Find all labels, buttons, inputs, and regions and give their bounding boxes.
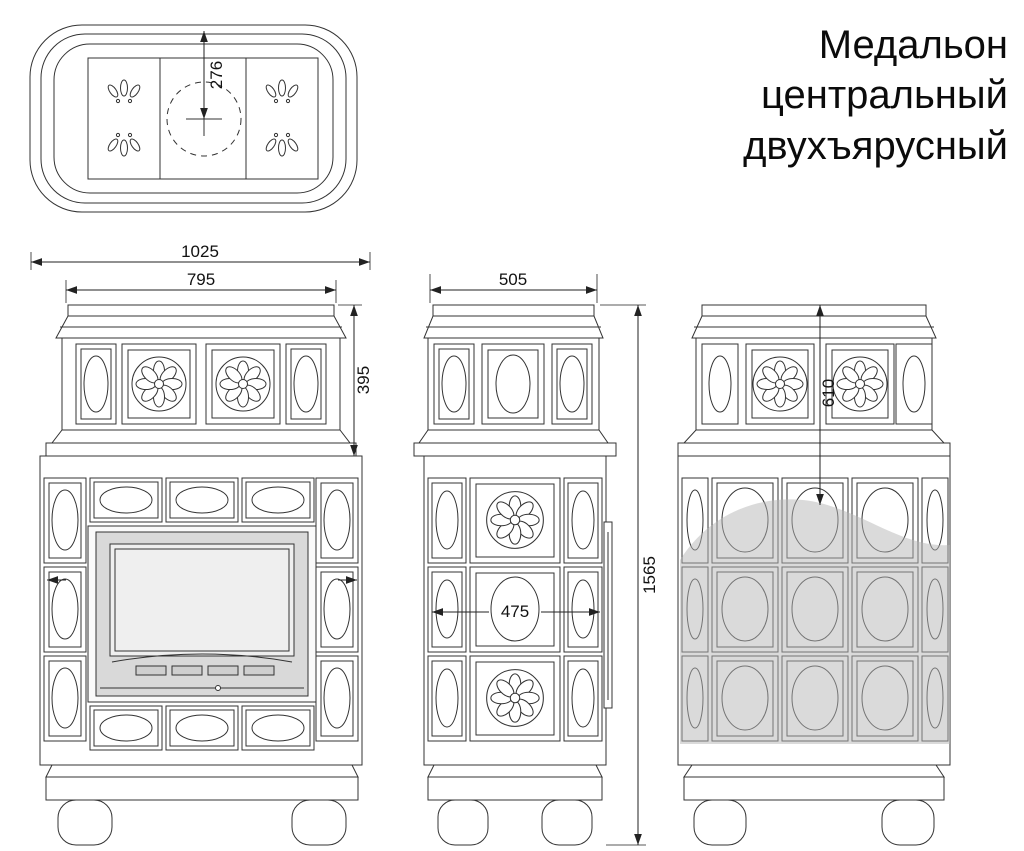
back-crown: [677, 304, 951, 457]
dim-label-475: 475: [501, 602, 529, 621]
front-base: [45, 764, 359, 846]
foot: [693, 799, 747, 846]
dim-label-505: 505: [499, 270, 527, 289]
fireplace-door: [87, 525, 317, 703]
dimension-side-475: 475: [432, 602, 600, 621]
foot: [57, 799, 113, 846]
back-base: [683, 764, 945, 846]
dim-label-276: 276: [207, 61, 226, 89]
title-line-2: центральный: [761, 73, 1008, 118]
side-body: [423, 455, 613, 766]
foot: [881, 799, 935, 846]
dim-label-610: 610: [819, 379, 838, 407]
front-body: [39, 455, 363, 766]
side-view: 505: [413, 270, 659, 846]
back-body: [677, 455, 951, 766]
front-view: 1025 795: [30, 242, 373, 846]
dimension-overall-1565: 1565: [600, 304, 659, 846]
dim-label-1025: 1025: [181, 242, 219, 261]
side-base: [427, 764, 603, 846]
dimension-side-505: 505: [429, 270, 598, 303]
front-crown: [45, 304, 357, 457]
title-line-3: двухъярусный: [743, 123, 1008, 168]
drawing-title: Медальон центральный двухъярусный: [743, 20, 1008, 171]
dimension-front-395: 395: [338, 304, 373, 457]
back-view: 610: [677, 304, 951, 846]
flue-dashed-circle: [166, 81, 242, 157]
dimension-front-795: 795: [65, 270, 337, 303]
dimension-plan-276: 276: [200, 31, 226, 119]
title-line-1: Медальон: [818, 23, 1008, 67]
dimension-front-1025: 1025: [30, 242, 371, 270]
foot: [291, 799, 347, 846]
plan-view: 276: [29, 24, 358, 213]
foot: [541, 799, 593, 846]
dim-label-795: 795: [187, 270, 215, 289]
dimension-back-610: 610: [816, 305, 838, 505]
side-crown: [413, 304, 617, 457]
foot: [437, 799, 489, 846]
heat-shading-region: [680, 499, 950, 744]
dim-label-395: 395: [354, 366, 373, 394]
dim-label-1565: 1565: [640, 556, 659, 594]
door-handle: [215, 685, 221, 691]
